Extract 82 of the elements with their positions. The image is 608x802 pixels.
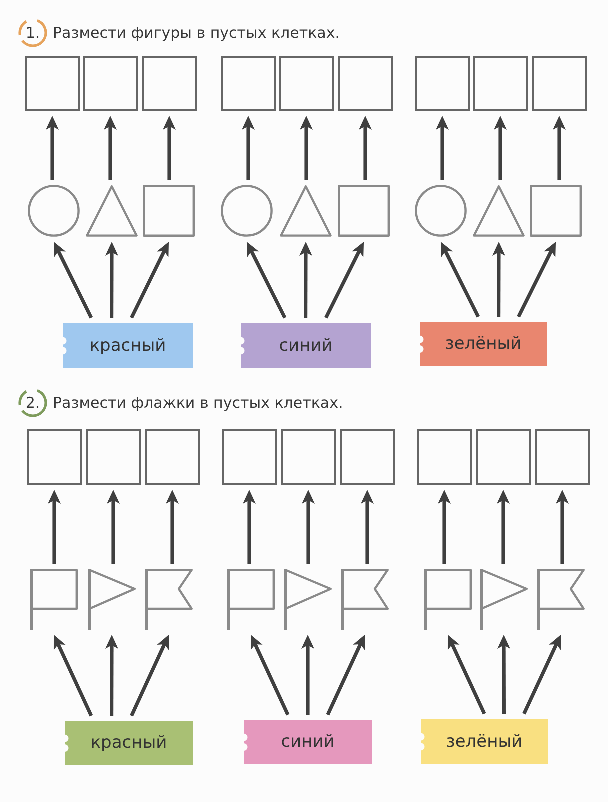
arrow: [553, 116, 566, 180]
word-tag: синий: [241, 323, 371, 368]
number-badge: 1.: [18, 18, 48, 48]
arrow: [54, 634, 94, 717]
answer-box: [473, 56, 528, 111]
arrow: [242, 116, 255, 180]
arrow: [492, 242, 506, 317]
arrow: [48, 490, 61, 564]
arrow: [497, 490, 510, 564]
answer-box: [340, 429, 395, 485]
pennant-flag-outline: [88, 569, 136, 630]
arrow: [251, 634, 290, 716]
arrow: [107, 490, 120, 564]
arrow: [130, 634, 170, 717]
arrow: [494, 116, 507, 180]
arrow: [104, 116, 117, 180]
answer-box: [142, 56, 197, 111]
arrow: [326, 634, 365, 716]
arrow: [302, 635, 314, 715]
circle-outline: [28, 185, 80, 237]
answer-box: [415, 56, 470, 111]
arrow: [448, 634, 486, 715]
arrow: [130, 242, 169, 319]
arrow: [300, 116, 313, 180]
answer-box: [535, 429, 590, 485]
square-outline: [338, 185, 390, 237]
arrow: [299, 242, 312, 318]
answer-box: [145, 429, 200, 485]
square-outline: [530, 185, 582, 237]
answer-box: [532, 56, 587, 111]
arrow: [105, 635, 118, 716]
arrow: [105, 242, 118, 318]
word-tag: синий: [244, 720, 372, 764]
answer-box: [417, 429, 472, 485]
triangle-outline: [86, 185, 138, 237]
arrow: [246, 242, 287, 319]
square-outline: [143, 185, 195, 237]
flag-outline: [424, 569, 472, 630]
arrow: [436, 116, 449, 180]
triangle-outline: [280, 185, 332, 237]
arrow: [556, 490, 569, 564]
instruction-text: Размести фигуры в пустых клетках.: [53, 23, 340, 44]
answer-box: [222, 429, 277, 485]
word-tag: зелёный: [421, 719, 548, 764]
arrow: [302, 490, 315, 564]
arrow: [166, 490, 179, 564]
word-tag: зелёный: [420, 322, 547, 366]
arrow: [163, 116, 176, 180]
answer-box: [281, 429, 336, 485]
flag-outline: [30, 569, 78, 630]
answer-box: [279, 56, 334, 111]
flag-outline: [227, 569, 275, 630]
triangle-outline: [473, 185, 525, 237]
answer-box: [83, 56, 138, 111]
circle-outline: [415, 185, 467, 237]
answer-box: [338, 56, 393, 111]
arrow: [517, 242, 556, 318]
number-badge: 2.: [18, 388, 48, 418]
arrow: [46, 116, 59, 180]
answer-box: [25, 56, 80, 111]
circle-outline: [221, 185, 273, 237]
arrow: [243, 490, 256, 564]
pennant-flag-outline: [284, 569, 332, 630]
swallowtail-flag-outline: [145, 569, 193, 630]
answer-box: [476, 429, 531, 485]
word-tag: красный: [63, 323, 193, 368]
arrow: [498, 635, 511, 714]
word-tag: красный: [65, 721, 193, 765]
arrow: [359, 116, 372, 180]
arrow: [54, 242, 94, 319]
answer-box: [221, 56, 276, 111]
arrow: [361, 490, 374, 564]
answer-box: [86, 429, 141, 485]
instruction-text: Размести флажки в пустых клетках.: [53, 393, 344, 414]
arrow: [440, 242, 480, 318]
answer-box: [27, 429, 82, 485]
arrow: [438, 490, 451, 564]
arrow: [324, 242, 364, 319]
pennant-flag-outline: [480, 569, 528, 630]
swallowtail-flag-outline: [341, 569, 389, 630]
swallowtail-flag-outline: [537, 569, 585, 630]
arrow: [522, 634, 561, 715]
